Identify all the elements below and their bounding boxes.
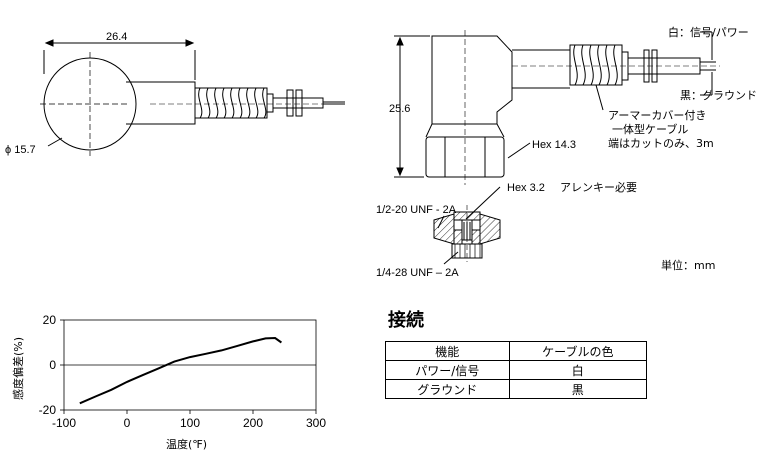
- chart-y-label: 感度偏差(%): [11, 337, 25, 400]
- hex-3-note: アレンキー必要: [560, 181, 637, 194]
- cable-note-line-1: アーマーカバー付き: [608, 109, 706, 122]
- table-row: グラウンド 黒: [385, 379, 648, 399]
- x-tick-label: -100: [52, 416, 76, 430]
- connection-table: 機能 ケーブルの色 パワー/信号 白 グラウンド 黒: [385, 341, 648, 399]
- hex-nut: [425, 136, 505, 178]
- hex-14-label: Hex 14.3: [532, 139, 576, 151]
- y-tick-label: -20: [39, 403, 57, 417]
- x-tick-label: 0: [124, 416, 131, 430]
- wire-black-label: 黒：グラウンド: [680, 88, 757, 102]
- x-tick-label: 300: [306, 416, 326, 430]
- cable-note-line-2: 一体型ケーブル: [612, 122, 688, 136]
- y-tick-label: 20: [43, 313, 57, 327]
- row-function: パワー/信号: [385, 360, 510, 380]
- unit-label: 単位：mm: [661, 258, 715, 272]
- thread-top-label: 1/2-20 UNF - 2A: [376, 204, 457, 216]
- series-line: [79, 336, 282, 405]
- hex-3-label: Hex 3.2: [507, 182, 545, 194]
- row-function: グラウンド: [385, 379, 510, 399]
- wire-white-label: 白：信号/パワー: [668, 25, 749, 39]
- section-view: [433, 186, 501, 265]
- x-tick-label: 100: [180, 416, 200, 430]
- side-view: [394, 30, 720, 185]
- table-header-row: 機能 ケーブルの色: [385, 341, 648, 361]
- diameter-label: ϕ 15.7: [5, 144, 36, 156]
- header-cable-color: ケーブルの色: [508, 341, 648, 361]
- y-tick-label: 0: [49, 358, 56, 372]
- x-tick-label: 200: [243, 416, 263, 430]
- width-dim-label: 26.4: [106, 31, 127, 43]
- row-color: 黒: [508, 379, 648, 399]
- table-row: パワー/信号 白: [385, 360, 648, 380]
- height-dim-label: 25.6: [389, 103, 410, 115]
- cable-note-line-3: 端はカットのみ、3m: [608, 137, 714, 150]
- header-function: 機能: [385, 341, 510, 361]
- top-view: [40, 39, 345, 156]
- connection-heading: 接続: [388, 310, 424, 331]
- chart-x-label: 温度(℉): [166, 437, 207, 451]
- sensitivity-chart: -100 0 100 200 300 -20 0 20: [39, 313, 327, 430]
- thread-bottom-label: 1/4-28 UNF – 2A: [376, 267, 459, 279]
- armor-spiral: [194, 87, 268, 119]
- row-color: 白: [508, 360, 648, 380]
